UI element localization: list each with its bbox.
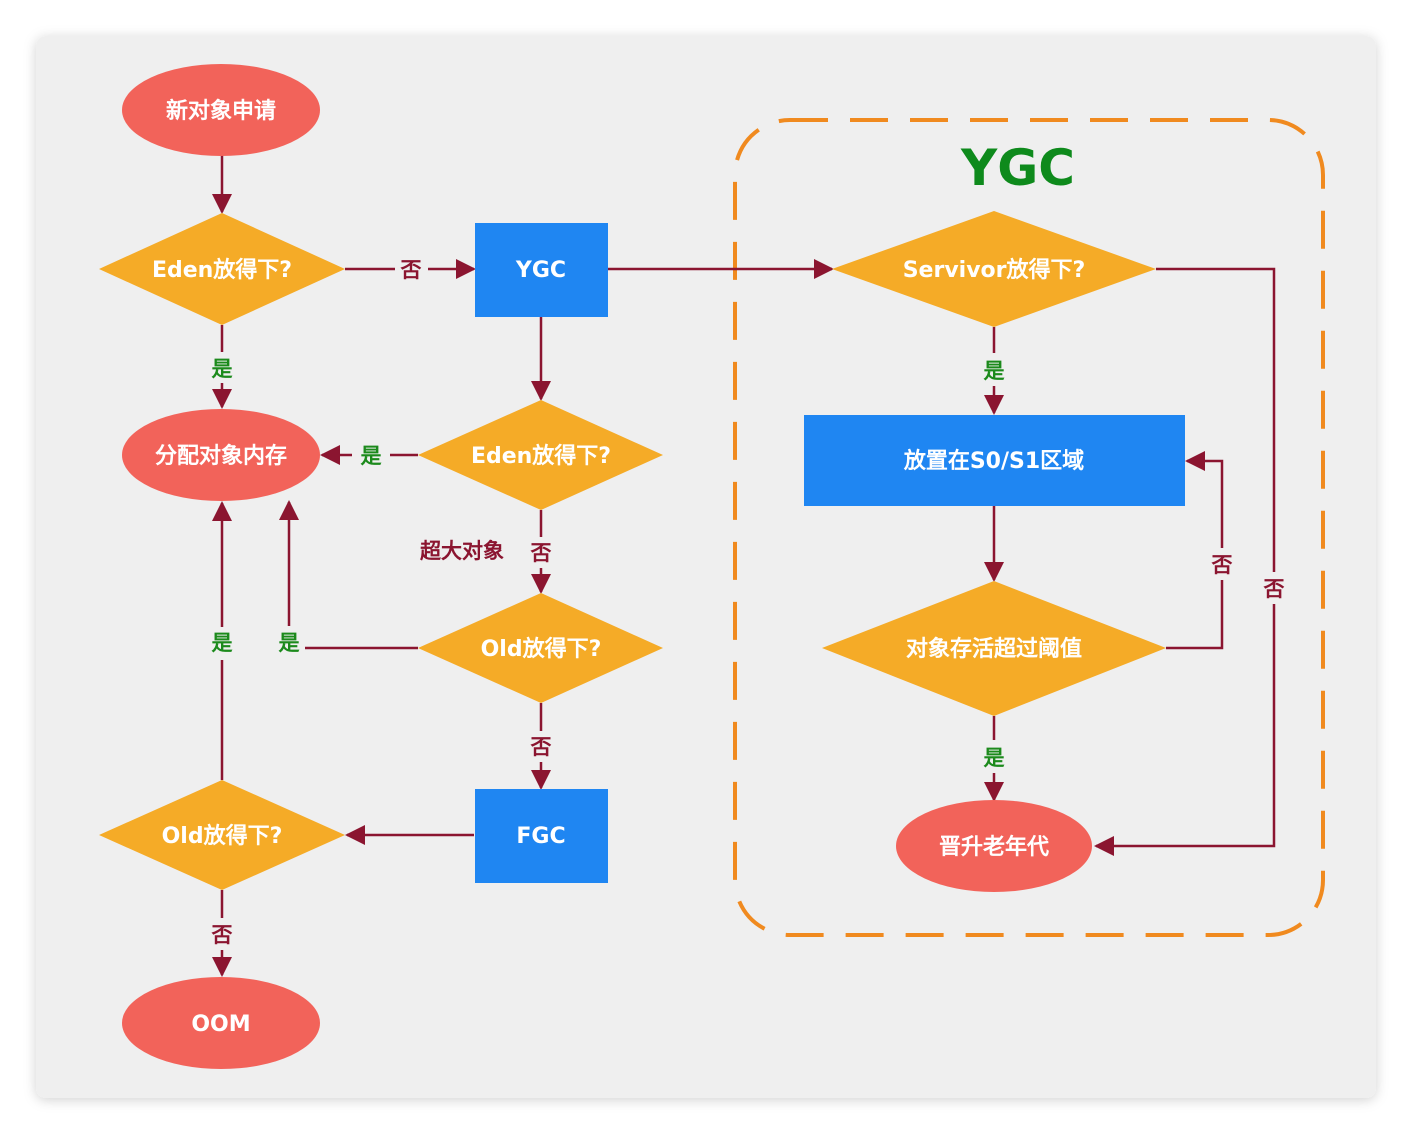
node-survivor-check — [832, 211, 1156, 327]
edge-survivor-no-a — [1156, 267, 1276, 572]
node-ygc — [475, 223, 608, 317]
node-oom — [122, 977, 320, 1069]
edge-label-old1-yes: 是 — [279, 631, 300, 655]
node-survivor-check-label: Servivor放得下? — [903, 257, 1086, 283]
node-eden-check-1 — [99, 213, 345, 325]
edge-label-age-no: 否 — [1212, 553, 1233, 577]
node-old-check-2 — [99, 780, 345, 890]
node-new-object — [122, 64, 320, 156]
node-old-check-2-label: Old放得下? — [162, 823, 283, 849]
node-eden-check-2 — [418, 400, 663, 510]
node-new-object-label: 新对象申请 — [166, 98, 276, 124]
edge-label-eden1-no: 否 — [401, 258, 422, 282]
edge-label-old1-no: 否 — [531, 735, 552, 759]
edge-age-no-b — [1185, 451, 1224, 548]
edge-label-survivor-no: 否 — [1264, 577, 1285, 601]
node-old-check-1 — [418, 593, 663, 703]
edge-label-old2-yes: 是 — [212, 631, 233, 655]
node-fgc — [475, 789, 608, 883]
edge-label-big-object: 超大对象 — [420, 539, 504, 563]
edge-age-no-a — [1166, 580, 1224, 650]
ygc-region-title: YGC — [960, 139, 1075, 197]
node-eden-check-1-label: Eden放得下? — [152, 257, 292, 283]
ygc-region-border — [733, 118, 1325, 937]
edge-label-eden2-no: 否 — [531, 541, 552, 565]
edge-label-eden1-yes: 是 — [212, 357, 233, 381]
node-place-s0s1-label: 放置在S0/S1区域 — [903, 448, 1084, 474]
node-ygc-label: YGC — [515, 258, 566, 283]
node-promote — [896, 800, 1092, 892]
node-age-check — [822, 581, 1166, 716]
node-allocate-label: 分配对象内存 — [155, 443, 287, 469]
node-old-check-1-label: Old放得下? — [481, 636, 602, 662]
node-fgc-label: FGC — [516, 824, 565, 849]
node-oom-label: OOM — [191, 1012, 250, 1037]
node-eden-check-2-label: Eden放得下? — [471, 443, 611, 469]
edge-label-old2-no: 否 — [212, 923, 233, 947]
node-place-s0s1 — [804, 415, 1185, 506]
node-promote-label: 晋升老年代 — [939, 834, 1049, 860]
edge-label-survivor-yes: 是 — [984, 359, 1005, 383]
diagram-panel — [36, 36, 1376, 1098]
node-allocate — [122, 409, 320, 501]
edge-label-eden2-yes: 是 — [361, 444, 382, 468]
node-age-check-label: 对象存活超过阈值 — [906, 636, 1082, 662]
edge-label-age-yes: 是 — [984, 746, 1005, 770]
edge-survivor-no-b — [1094, 604, 1276, 856]
